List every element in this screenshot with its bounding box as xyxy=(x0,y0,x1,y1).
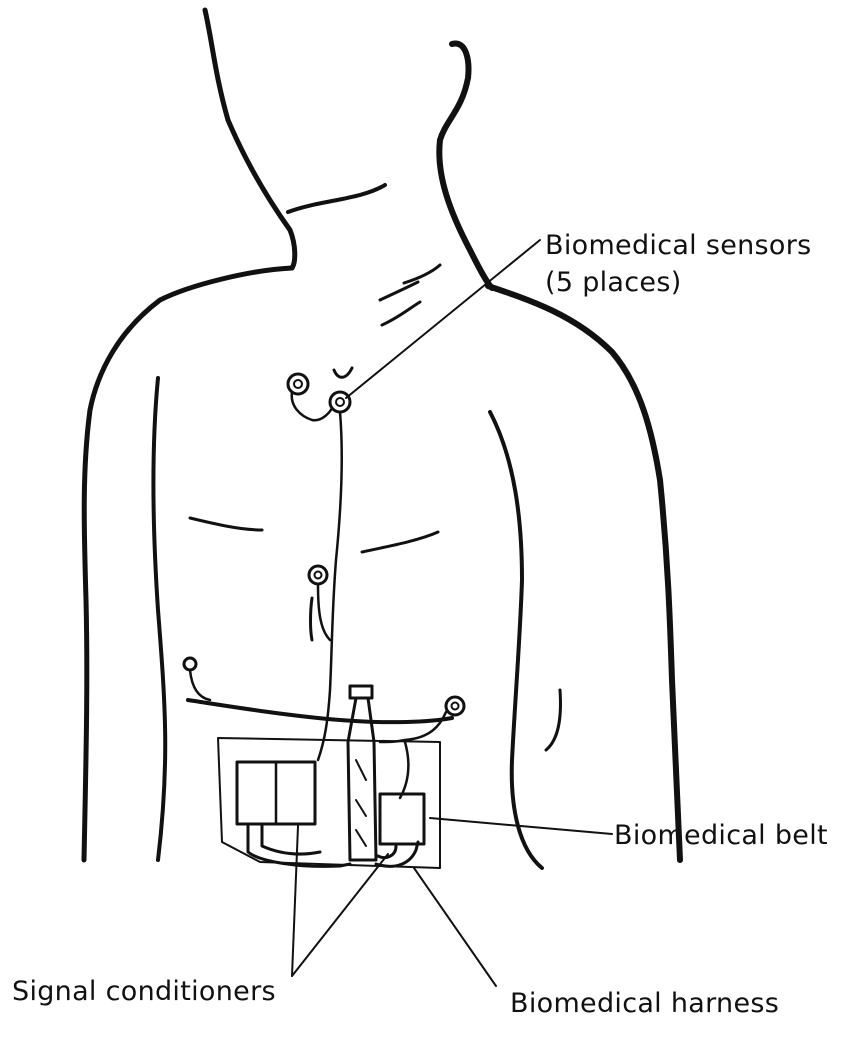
sensor-electrode xyxy=(288,374,308,394)
label-biomedical-belt: Biomedical belt xyxy=(614,822,828,849)
sensor-electrode xyxy=(446,697,464,715)
leader-lines xyxy=(292,240,612,986)
torso-outline xyxy=(84,10,680,868)
label-biomedical-harness: Biomedical harness xyxy=(510,990,779,1017)
sensor-electrode xyxy=(330,392,350,412)
sensor-electrode xyxy=(309,566,327,584)
biomedical-sensors xyxy=(184,374,464,715)
sensor-electrode xyxy=(184,658,196,670)
sensor-leads xyxy=(190,392,446,798)
label-biomedical-sensors-count: (5 places) xyxy=(545,269,682,296)
label-biomedical-sensors: Biomedical sensors xyxy=(545,232,812,259)
label-signal-conditioners: Signal conditioners xyxy=(12,978,276,1005)
